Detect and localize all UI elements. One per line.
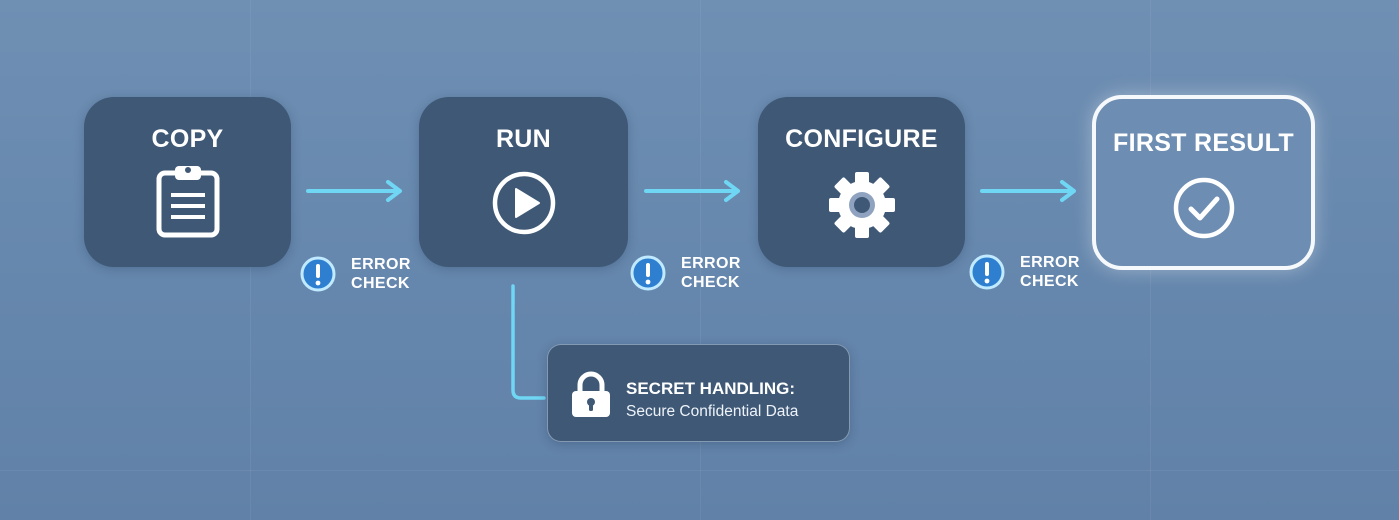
step-run[interactable]: RUN: [419, 97, 628, 267]
checkmark-icon: [1173, 177, 1234, 239]
padlock-icon: [572, 371, 610, 417]
step-title: COPY: [151, 125, 224, 153]
arrow-run-to-configure: [644, 180, 740, 202]
secret-description: Secure Confidential Data: [626, 403, 799, 420]
error-check-label: ERROR CHECK: [351, 256, 411, 292]
exclamation-icon: [969, 254, 1005, 290]
background-grid-line: [700, 0, 701, 520]
play-icon: [492, 171, 555, 235]
exclamation-icon: [630, 255, 666, 291]
error-check-1: ERROR CHECK: [299, 255, 411, 293]
error-check-3: ERROR CHECK: [968, 253, 1080, 291]
secret-handling-box: SECRET HANDLING: Secure Confidential Dat…: [547, 344, 850, 442]
step-title: RUN: [495, 125, 552, 153]
error-check-2: ERROR CHECK: [629, 254, 741, 292]
branch-connector: [511, 284, 546, 400]
clipboard-icon: [156, 166, 219, 238]
step-copy[interactable]: COPY: [84, 97, 291, 267]
background-grid-line: [0, 470, 1399, 471]
error-check-label: ERROR CHECK: [681, 255, 741, 291]
gear-icon: [828, 172, 895, 238]
arrow-copy-to-run: [306, 180, 402, 202]
secret-title: SECRET HANDLING:: [626, 379, 796, 398]
error-check-label: ERROR CHECK: [1020, 254, 1080, 290]
arrow-configure-to-first-result: [980, 180, 1076, 202]
step-title: CONFIGURE: [785, 125, 938, 153]
step-title: FIRST RESULT: [1113, 129, 1294, 157]
exclamation-icon: [300, 256, 336, 292]
step-first-result[interactable]: FIRST RESULT: [1092, 95, 1315, 270]
step-configure[interactable]: CONFIGURE: [758, 97, 965, 267]
